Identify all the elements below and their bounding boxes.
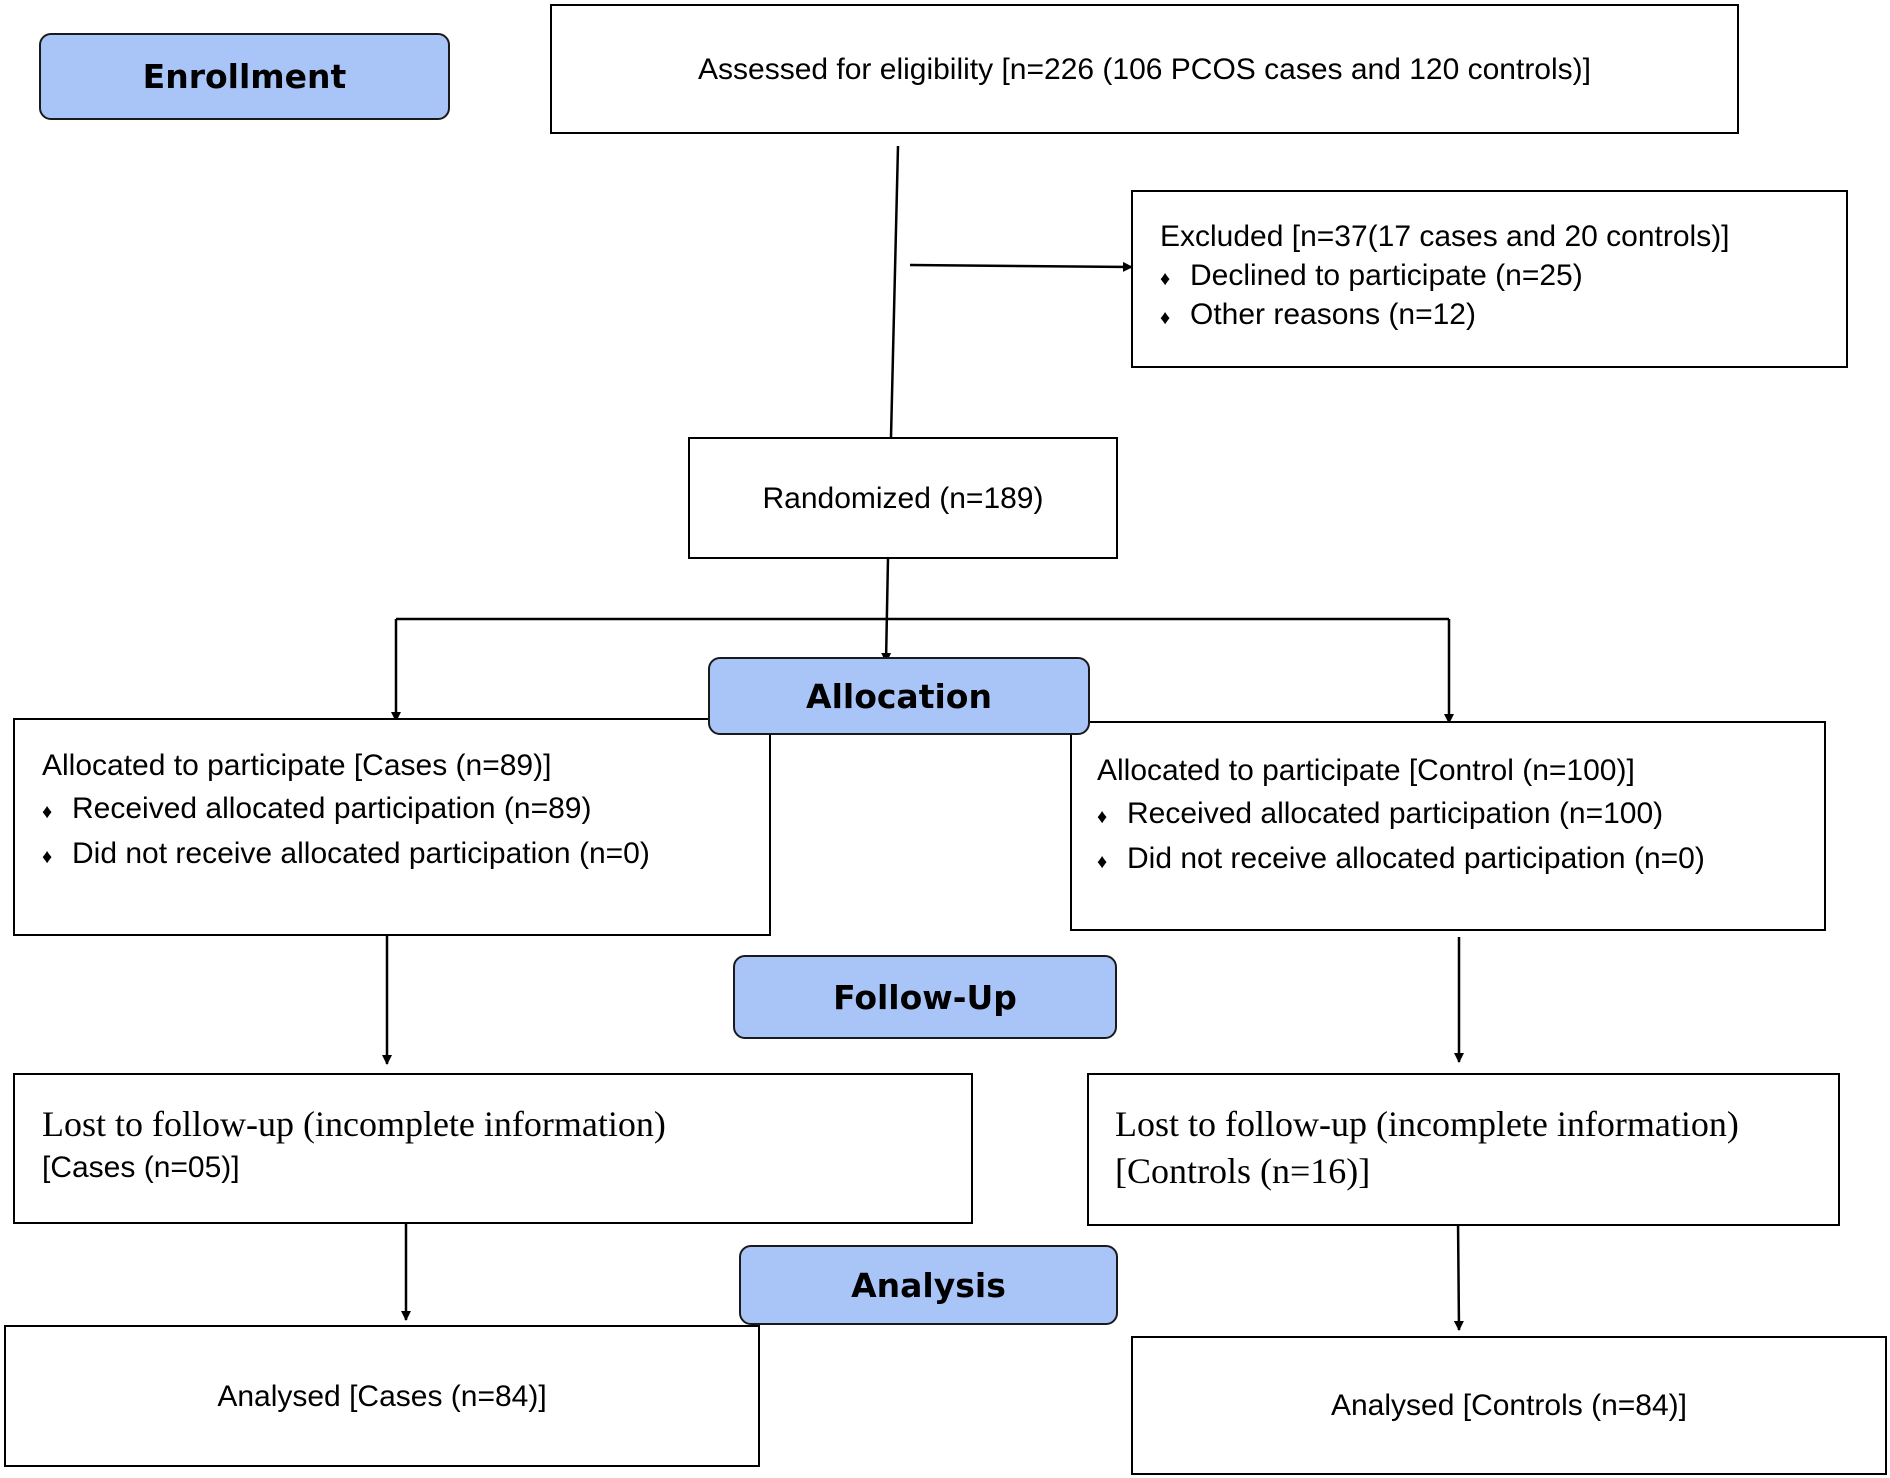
stage-enrollment-label: Enrollment (142, 57, 347, 96)
stage-analysis-label: Analysis (851, 1265, 1006, 1305)
allocated-controls-bullet-text: Did not receive allocated participation … (1127, 842, 1705, 875)
analysed-controls-box: Analysed [Controls (n=84)] (1131, 1336, 1887, 1475)
stage-analysis: Analysis (739, 1245, 1118, 1325)
lost-controls-line1: Lost to follow-up (incomplete informatio… (1115, 1104, 1739, 1144)
line-assessed-to-randomized (889, 145, 900, 438)
diamond-bullet-icon: ♦ (1160, 268, 1171, 290)
allocated-controls-bullet-item: ♦ Received allocated participation (n=10… (1097, 794, 1824, 833)
assessed-box: Assessed for eligibility [n=226 (106 PCO… (550, 4, 1739, 134)
diamond-bullet-icon: ♦ (1097, 806, 1108, 828)
stage-allocation-label: Allocation (806, 676, 992, 716)
allocated-controls-bullet-item: ♦ Did not receive allocated participatio… (1097, 839, 1824, 878)
randomized-box: Randomized (n=189) (688, 437, 1118, 559)
diamond-bullet-icon: ♦ (42, 846, 53, 868)
excluded-bullet-text: Declined to participate (n=25) (1190, 259, 1583, 292)
allocated-cases-title: Allocated to participate [Cases (n=89)] (42, 749, 552, 782)
lost-controls-line2: [Controls (n=16)] (1115, 1150, 1371, 1191)
stage-enrollment: Enrollment (39, 33, 450, 120)
arrow-to-excluded (909, 261, 1133, 272)
excluded-title: Excluded [n=37(17 cases and 20 controls)… (1160, 220, 1730, 253)
stage-follow-up: Follow-Up (733, 955, 1117, 1039)
excluded-bullet-text: Other reasons (n=12) (1190, 298, 1476, 331)
allocated-cases-bullet-item: ♦ Received allocated participation (n=89… (42, 789, 769, 828)
arrow-to-analysed-controls (1453, 1218, 1464, 1331)
diamond-bullet-icon: ♦ (1097, 851, 1108, 873)
allocated-cases-bullet-text: Did not receive allocated participation … (72, 837, 650, 870)
lost-cases-line1: Lost to follow-up (incomplete informatio… (42, 1104, 666, 1144)
lost-cases-line2: [Cases (n=05)] (42, 1150, 240, 1184)
excluded-box: Excluded [n=37(17 cases and 20 controls)… (1131, 190, 1848, 368)
lost-controls-box: Lost to follow-up (incomplete informatio… (1087, 1073, 1840, 1226)
analysed-cases-text: Analysed [Cases (n=84)] (217, 1379, 547, 1413)
excluded-bullet-item: ♦ Other reasons (n=12) (1160, 295, 1846, 334)
allocated-controls-bullet-text: Received allocated participation (n=100) (1127, 797, 1664, 830)
allocated-cases-bullet-text: Received allocated participation (n=89) (72, 792, 592, 825)
diamond-bullet-icon: ♦ (42, 801, 53, 823)
allocated-cases-bullet-item: ♦ Did not receive allocated participatio… (42, 834, 769, 873)
arrow-randomized-to-allocation (881, 557, 892, 663)
allocated-controls-box: Allocated to participate [Control (n=100… (1070, 721, 1826, 931)
stage-allocation: Allocation (708, 657, 1090, 735)
stage-follow-up-label: Follow-Up (833, 977, 1017, 1017)
allocated-cases-box: Allocated to participate [Cases (n=89)] … (13, 718, 771, 936)
excluded-bullet-item: ♦ Declined to participate (n=25) (1160, 256, 1846, 295)
diamond-bullet-icon: ♦ (1160, 307, 1171, 329)
analysed-cases-box: Analysed [Cases (n=84)] (4, 1325, 760, 1467)
lost-cases-box: Lost to follow-up (incomplete informatio… (13, 1073, 973, 1224)
allocated-controls-title: Allocated to participate [Control (n=100… (1097, 754, 1635, 787)
analysed-controls-text: Analysed [Controls (n=84)] (1330, 1389, 1687, 1422)
randomized-text: Randomized (n=189) (762, 481, 1044, 515)
assessed-text: Assessed for eligibility [n=226 (106 PCO… (698, 52, 1591, 86)
